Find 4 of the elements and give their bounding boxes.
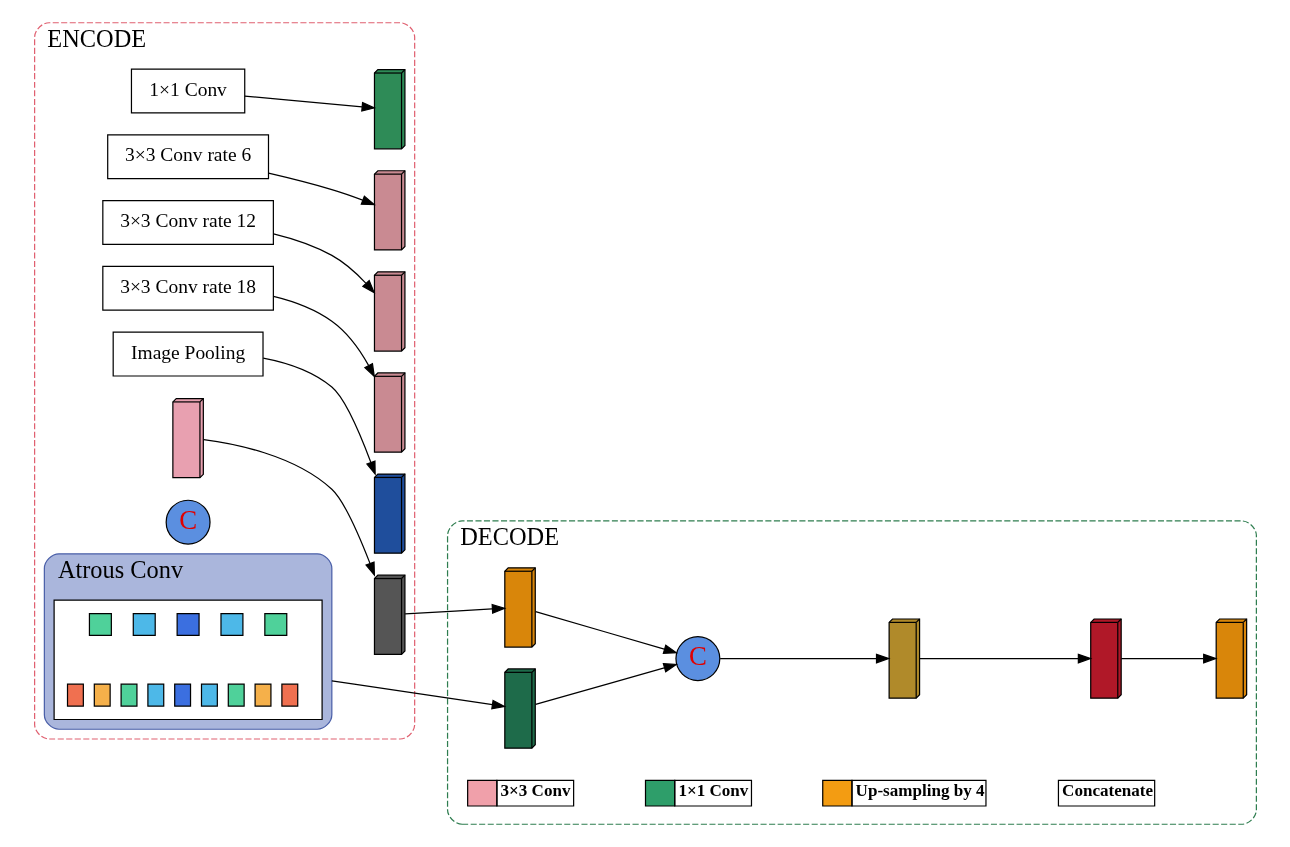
legend-label: Up-sampling by 4 bbox=[855, 781, 984, 801]
legend-label: Concatenate bbox=[1061, 781, 1153, 801]
legend-label: 1×1 Conv bbox=[677, 781, 748, 801]
legend-label: 3×3 Conv bbox=[500, 781, 570, 801]
